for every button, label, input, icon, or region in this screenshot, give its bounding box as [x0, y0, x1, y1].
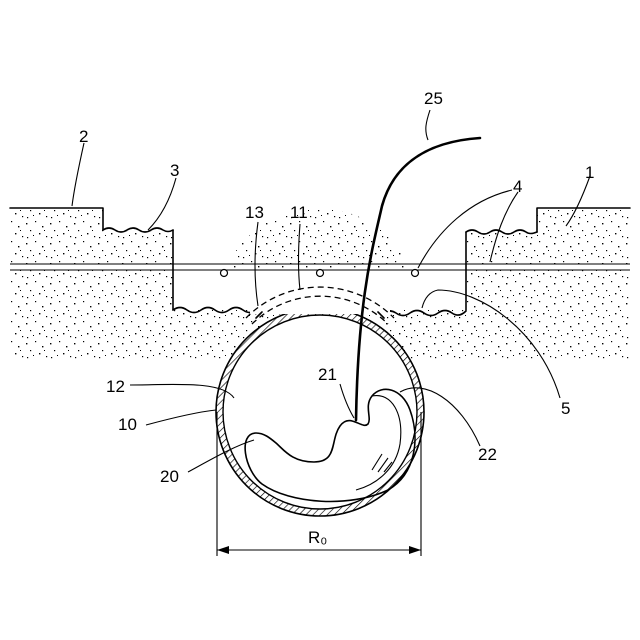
- leader-2: [72, 143, 84, 206]
- label-13: 13: [245, 203, 264, 222]
- label-r0: R₀: [308, 528, 327, 547]
- label-12: 12: [106, 377, 125, 396]
- label-21: 21: [318, 365, 337, 384]
- sheet-hole-1: [221, 270, 228, 277]
- label-4: 4: [513, 177, 522, 196]
- label-2: 2: [79, 127, 88, 146]
- leader-10: [146, 410, 216, 425]
- sheet-hole-2: [317, 270, 324, 277]
- label-25: 25: [424, 89, 443, 108]
- leader-25: [426, 110, 430, 140]
- label-10: 10: [118, 415, 137, 434]
- label-1: 1: [585, 163, 594, 182]
- sheet-hole-3: [412, 270, 419, 277]
- upper-soil-left: [10, 208, 173, 264]
- label-5: 5: [561, 399, 570, 418]
- label-11: 11: [290, 203, 308, 222]
- pipe-inner: [223, 315, 417, 509]
- label-20: 20: [160, 467, 179, 486]
- r0-arrow-left: [217, 546, 229, 554]
- label-22: 22: [478, 445, 497, 464]
- leader-3: [148, 178, 176, 230]
- upper-soil-right: [466, 208, 630, 264]
- r0-arrow-right: [409, 546, 421, 554]
- label-3: 3: [170, 161, 179, 180]
